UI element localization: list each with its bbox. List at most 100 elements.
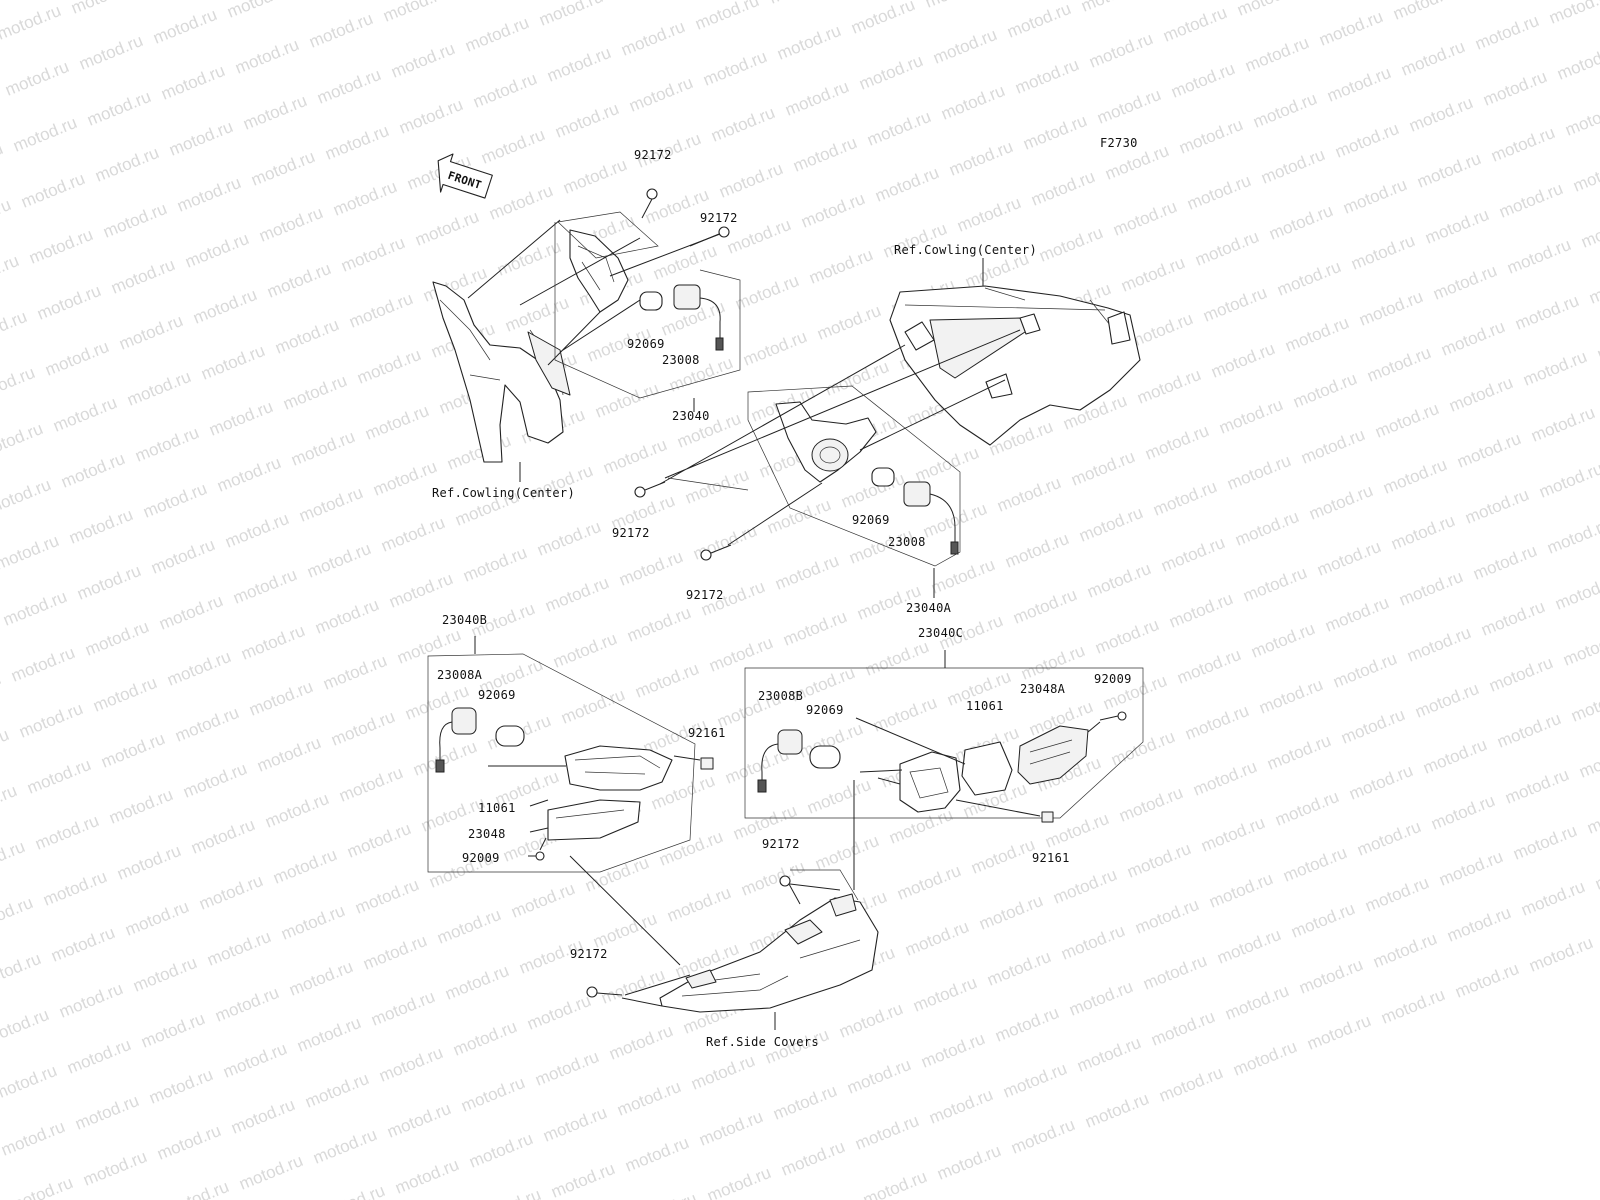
watermark-text: motod.ru	[344, 819, 413, 862]
watermark-text: motod.ru	[198, 341, 267, 384]
screw-92009-a	[528, 851, 545, 861]
watermark-text: motod.ru	[860, 1167, 929, 1200]
watermark-text: motod.ru	[1536, 459, 1600, 502]
watermark-text: motod.ru	[1330, 649, 1399, 692]
watermark-text: motod.ru	[690, 521, 759, 564]
watermark-text: motod.ru	[764, 495, 833, 538]
cowling-center-tab-d	[1107, 311, 1131, 345]
watermark-text: motod.ru	[1526, 933, 1595, 976]
watermark-text: motod.ru	[486, 181, 555, 224]
watermark-text: motod.ru	[532, 1047, 601, 1090]
watermark-text: motod.ru	[460, 543, 529, 586]
label-92172-c: 92172	[612, 526, 650, 540]
watermark-text: motod.ru	[992, 1003, 1061, 1046]
watermark-text: motod.ru	[548, 1159, 617, 1200]
watermark-text: motod.ru	[1584, 795, 1600, 838]
watermark-text: motod.ru	[286, 957, 355, 1000]
watermark-text: motod.ru	[354, 345, 423, 388]
watermark-text: motod.ru	[0, 1005, 52, 1048]
watermark-text: motod.ru	[1068, 447, 1137, 490]
watermark-text: motod.ru	[1404, 623, 1473, 666]
watermark-text: motod.ru	[1362, 873, 1431, 916]
watermark-text: motod.ru	[64, 1035, 133, 1078]
watermark-text: motod.ru	[50, 393, 119, 436]
watermark-text: motod.ru	[352, 875, 421, 918]
watermark-text: motod.ru	[328, 707, 397, 750]
watermark-text: motod.ru	[804, 775, 873, 818]
watermark-text: motod.ru	[1356, 287, 1425, 330]
watermark-text: motod.ru	[1168, 59, 1237, 102]
watermark-text: motod.ru	[1020, 111, 1089, 154]
watermark-text: motod.ru	[1578, 209, 1600, 252]
watermark-text: motod.ru	[1074, 1033, 1143, 1076]
watermark-text: motod.ru	[1174, 645, 1243, 688]
watermark-text: motod.ru	[1518, 877, 1587, 920]
watermark-text: motod.ru	[230, 565, 299, 608]
watermark-text: motod.ru	[976, 891, 1045, 934]
screw-92172-e	[779, 875, 801, 905]
cowling-left-part	[432, 281, 564, 463]
watermark-text: motod.ru	[870, 693, 939, 736]
label-11061-b: 11061	[966, 699, 1004, 713]
watermark-text: motod.ru	[592, 379, 661, 422]
watermark-text: motod.ru	[1078, 0, 1147, 16]
watermark-text: motod.ru	[852, 1111, 921, 1154]
watermark-text: motod.ru	[774, 21, 843, 64]
watermark-text: motod.ru	[132, 423, 201, 466]
label-23040A: 23040A	[906, 601, 952, 615]
cowling-center-right	[889, 285, 1141, 446]
watermark-text: motod.ru	[954, 193, 1023, 236]
watermark-text: motod.ru	[0, 307, 30, 350]
watermark-text: motod.ru	[1504, 235, 1573, 278]
watermark-text: motod.ru	[240, 91, 309, 134]
watermark-text: motod.ru	[296, 483, 365, 526]
watermark-text: motod.ru	[1110, 197, 1179, 240]
watermark-text: motod.ru	[1592, 851, 1600, 894]
watermark-text: motod.ru	[1576, 739, 1600, 782]
watermark-text: motod.ru	[1148, 1007, 1217, 1050]
assembly-23040A	[634, 329, 1021, 598]
label-92009-a: 92009	[462, 851, 500, 865]
watermark-text: motod.ru	[1214, 925, 1283, 968]
watermark-text: motod.ru	[68, 0, 137, 18]
watermark-text: motod.ru	[1414, 149, 1483, 192]
watermark-text: motod.ru	[1396, 567, 1465, 610]
watermark-text: motod.ru	[396, 95, 465, 138]
watermark-text: motod.ru	[1232, 507, 1301, 550]
watermark-text: motod.ru	[1160, 3, 1229, 46]
watermark-text: motod.ru	[1480, 67, 1549, 110]
watermark-text: motod.ru	[0, 1061, 60, 1104]
screw-92172-d	[700, 544, 732, 561]
watermark-text: motod.ru	[822, 357, 891, 400]
watermark-text: motod.ru	[100, 199, 169, 242]
watermark-text: motod.ru	[1198, 813, 1267, 856]
label-23008A: 23008A	[437, 668, 483, 682]
watermark-text: motod.ru	[16, 699, 85, 742]
watermark-text: motod.ru	[1242, 33, 1311, 76]
watermark-text: motod.ru	[1586, 265, 1600, 308]
diagram-code: F2730	[1100, 136, 1138, 150]
label-23040: 23040	[672, 409, 710, 423]
watermark-text: motod.ru	[1272, 787, 1341, 830]
watermark-text: motod.ru	[1082, 1089, 1151, 1132]
watermark-text: motod.ru	[1568, 683, 1600, 726]
watermark-text: motod.ru	[706, 633, 775, 676]
watermark-text: motod.ru	[1560, 627, 1600, 670]
watermark-text: motod.ru	[664, 883, 733, 926]
watermark-text: motod.ru	[146, 1065, 215, 1108]
watermark-text: motod.ru	[1258, 145, 1327, 188]
ref-side-covers: Ref.Side Covers	[706, 1035, 819, 1049]
watermark-text: motod.ru	[994, 473, 1063, 516]
watermark-text: motod.ru	[766, 0, 835, 8]
watermark-text: motod.ru	[254, 733, 323, 776]
watermark-text: motod.ru	[478, 125, 547, 168]
bulb-92069-c	[495, 725, 525, 747]
watermark-text: motod.ru	[934, 1141, 1003, 1184]
watermark-text: motod.ru	[164, 647, 233, 690]
screw-92172-a	[641, 188, 658, 219]
side-cover-bracket-a	[784, 919, 823, 945]
watermark-text: motod.ru	[114, 841, 183, 884]
watermark-text: motod.ru	[0, 669, 4, 712]
watermark-text: motod.ru	[1256, 675, 1325, 718]
watermark-text: motod.ru	[1058, 921, 1127, 964]
